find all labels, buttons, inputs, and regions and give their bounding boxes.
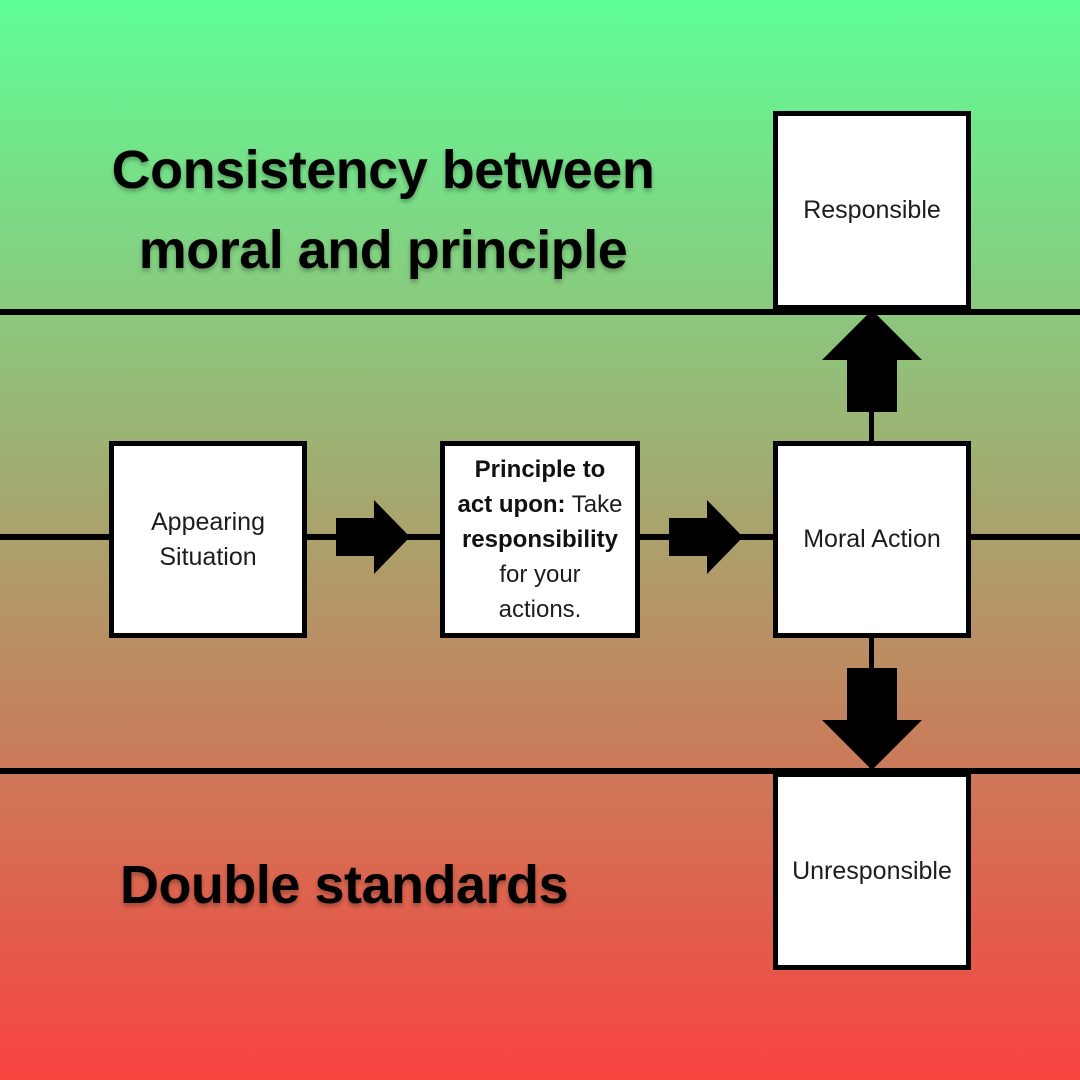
principle-box: Principle to act upon: Take responsibili… [440, 441, 640, 638]
arrow-right-icon [669, 500, 743, 574]
unresponsible-box: Unresponsible [773, 772, 971, 970]
appearing-situation-label: Appearing Situation [151, 507, 265, 571]
arrow-down-icon [822, 668, 922, 770]
principle-line-4: for your [499, 561, 581, 588]
moral-action-label: Moral Action [803, 525, 941, 553]
unresponsible-label: Unresponsible [792, 856, 952, 885]
title-double-standards: Double standards [119, 855, 569, 915]
arrow-up-icon [822, 310, 922, 412]
title-consistency: Consistency between moral and principle [83, 130, 683, 290]
principle-line-3: responsibility [461, 526, 619, 553]
principle-line-5: actions. [498, 596, 582, 623]
title-consistency-line1: Consistency between [111, 140, 655, 200]
principle-line-1: Principle to [474, 456, 606, 483]
principle-line-2: act upon: Take [457, 491, 623, 518]
responsible-label: Responsible [803, 196, 941, 224]
title-consistency-line2: moral and principle [138, 220, 628, 280]
divider-line-bottom [0, 768, 1080, 774]
appearing-situation-box: Appearing Situation [109, 441, 307, 638]
responsible-box: Responsible [773, 111, 971, 310]
arrow-right-icon [336, 500, 410, 574]
divider-line-top [0, 309, 1080, 315]
moral-action-box: Moral Action [773, 441, 971, 638]
